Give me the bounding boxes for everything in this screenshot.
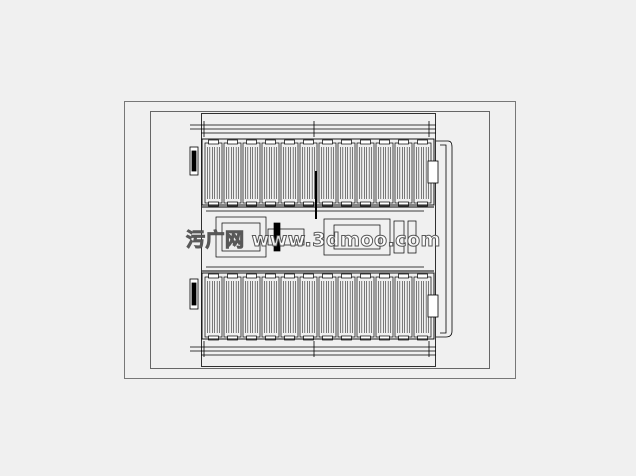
middle-mechanism: [206, 171, 424, 268]
bottom-cell-bay: [204, 273, 432, 341]
top-bay-cell: [318, 139, 337, 207]
bottom-bay-cell: [299, 273, 318, 341]
drawing-border: [150, 111, 490, 369]
bottom-bay-cell: [337, 273, 356, 341]
bottom-bay-cell: [204, 273, 223, 341]
top-bay-cell: [204, 139, 223, 207]
top-bay-cell: [242, 139, 261, 207]
bottom-bay-cell: [394, 273, 413, 341]
bottom-bay-cell: [356, 273, 375, 341]
top-bay-cell: [394, 139, 413, 207]
top-bay-cell: [356, 139, 375, 207]
right-motors: [427, 140, 453, 338]
top-rails: [190, 121, 436, 137]
bottom-bay-cell: [280, 273, 299, 341]
bottom-bay-cell: [261, 273, 280, 341]
top-bay-cell: [299, 139, 318, 207]
bottom-bay-cell: [375, 273, 394, 341]
bottom-bay-cell: [223, 273, 242, 341]
top-bay-cell: [337, 139, 356, 207]
top-bay-cell: [261, 139, 280, 207]
left-motors: [189, 146, 199, 310]
top-cell-bay: [204, 139, 432, 207]
watermark-text: 污广网 www.3dmoo.com: [186, 229, 441, 252]
top-bay-cell: [375, 139, 394, 207]
cad-drawing-frame: 污广网 www.3dmoo.com: [124, 101, 516, 379]
machine-outline: [201, 113, 436, 367]
cad-drawing: [124, 101, 516, 379]
bottom-bay-cell: [318, 273, 337, 341]
sheet-border: [124, 101, 516, 379]
top-bay-cell: [280, 139, 299, 207]
bottom-bay-cell: [242, 273, 261, 341]
bottom-rails: [190, 341, 436, 357]
top-bay-cell: [223, 139, 242, 207]
